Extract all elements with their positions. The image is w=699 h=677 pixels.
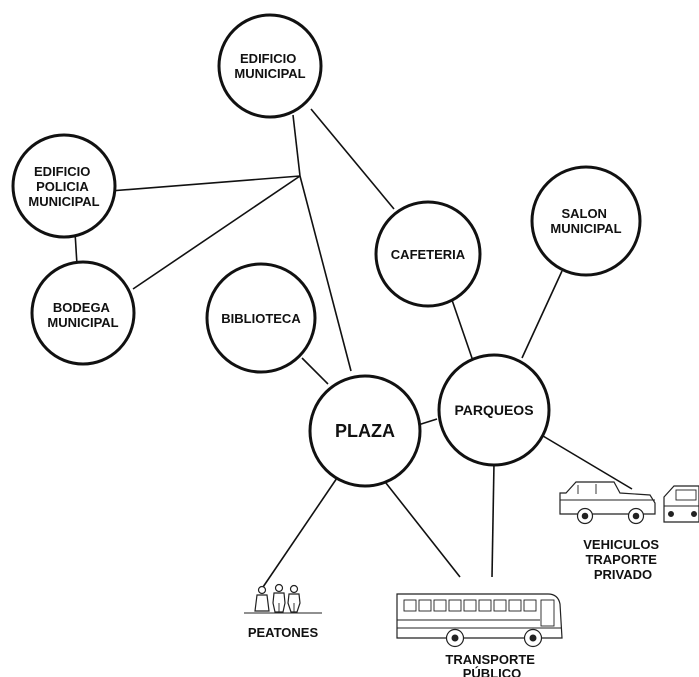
edge-cafeteria-parqueos [451,299,474,362]
node-label-bodega: BODEGA MUNICIPAL [47,300,118,330]
caption-transporte: TRANSPORTE PÚBLICO [445,652,538,677]
node-label-biblioteca: BIBLIOTECA [221,311,301,326]
node-label-plaza: PLAZA [335,421,395,441]
node-cafeteria: CAFETERIA [374,200,482,308]
node-edificio-policia: EDIFICIO POLICIA MUNICIPAL [11,133,117,239]
edge-plaza-bus [381,477,461,578]
caption-vehiculos: VEHICULOS TRAPORTE PRIVADO [583,537,662,582]
edge-plaza-peatones [260,477,338,591]
node-label-salon: SALON MUNICIPAL [550,206,621,236]
bus-icon [396,593,563,648]
edge-parqueos-bus [491,462,495,578]
caption-peatones: PEATONES [248,625,319,640]
node-label-edificio-municipal: EDIFICIO MUNICIPAL [234,51,305,81]
edge-biblioteca-plaza [301,357,329,385]
node-plaza: PLAZA [308,374,422,488]
node-salon: SALON MUNICIPAL [530,165,642,277]
connections [74,108,633,591]
edge-policia-bodega [74,231,78,266]
edge-parqueos-cars [542,435,633,490]
edge-municipal-hub [292,114,301,177]
bus-windows [403,599,555,627]
node-label-cafeteria: CAFETERIA [391,247,466,262]
node-parqueos: PARQUEOS [437,353,551,467]
node-edificio-municipal: EDIFICIO MUNICIPAL [217,13,323,119]
edge-municipal-cafeteria [310,108,395,210]
node-label-parqueos: PARQUEOS [454,402,533,418]
edge-hub-policia [109,175,301,192]
edge-plaza-parqueos [417,418,438,426]
node-bodega: BODEGA MUNICIPAL [30,260,136,366]
node-label-edificio-policia: EDIFICIO POLICIA MUNICIPAL [28,164,99,209]
edge-hub-plaza [299,175,352,372]
edge-hub-bodega [132,175,301,290]
cars-icon [559,481,699,525]
node-biblioteca: BIBLIOTECA [205,262,317,374]
pedestrians-icon [244,583,322,614]
edge-salon-parqueos [521,270,563,359]
